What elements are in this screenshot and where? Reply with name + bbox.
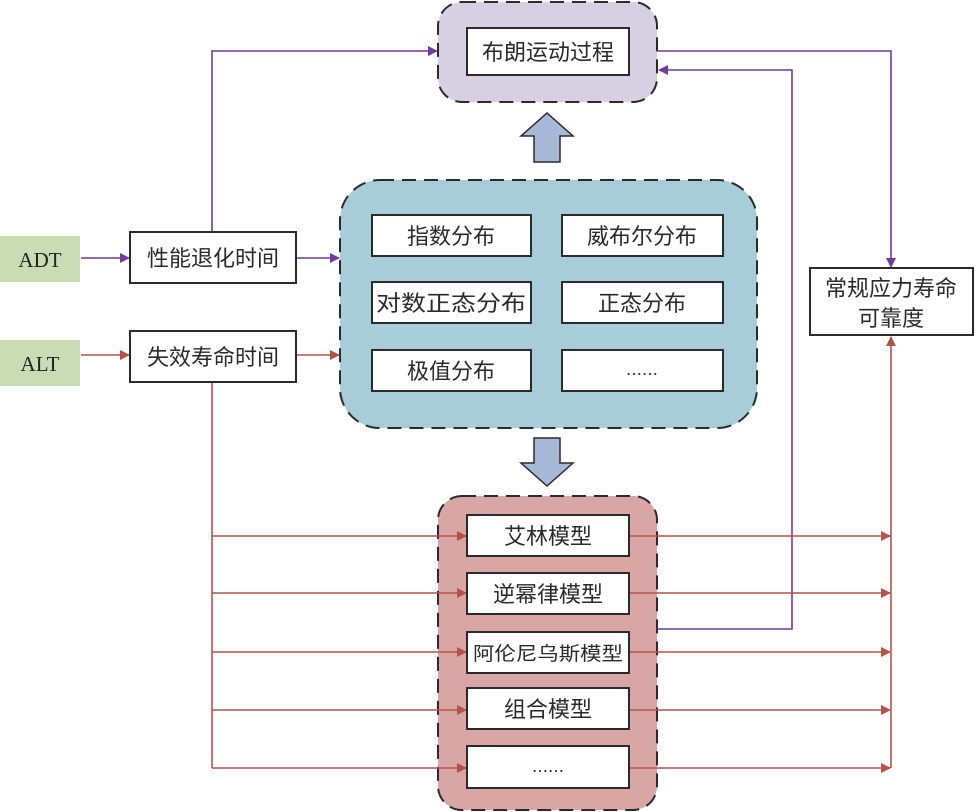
input-alt: ALT [0,340,80,386]
connector-brownian-to-output [657,50,896,268]
model-item-label: 逆幂律模型 [493,583,603,608]
purple-connectors [81,46,896,630]
input-adt-label: ADT [18,248,61,272]
distribution-item-ellipsis-label: …… [626,360,658,379]
distribution-item: 威布尔分布 [561,214,724,257]
model-item-label: 组合模型 [504,698,592,723]
connector-arrhenius-to-brownian [657,65,793,630]
model-item-label: 艾林模型 [504,525,592,550]
block-arrow-down-icon [519,437,575,488]
connector-degradation-to-brownian [211,46,438,232]
distribution-item-label: 指数分布 [407,225,495,250]
output-line-1: 常规应力寿命 [825,277,957,302]
distribution-item-ellipsis: …… [561,349,724,392]
distribution-item-label: 威布尔分布 [587,225,697,250]
distribution-item-label: 极值分布 [407,360,495,385]
model-item-label: 阿伦尼乌斯模型 [473,643,623,665]
output-line-2: 可靠度 [858,307,924,332]
input-adt: ADT [0,236,80,282]
model-item-ellipsis: …… [466,745,630,789]
input-alt-label: ALT [21,352,60,376]
box-failure-time-label: 失效寿命时间 [147,346,279,371]
distribution-item: 对数正态分布 [371,281,532,324]
box-brownian-motion-label: 布朗运动过程 [482,41,614,66]
model-item: 逆幂律模型 [466,572,630,615]
box-brownian-motion: 布朗运动过程 [466,27,630,76]
box-degradation-time-label: 性能退化时间 [147,247,279,272]
distribution-item: 指数分布 [371,214,532,257]
distribution-item: 极值分布 [371,349,532,392]
red-connectors [81,336,896,773]
distribution-item-label: 正态分布 [598,292,686,317]
model-item-ellipsis-label: …… [532,757,564,776]
block-arrow-up-icon [519,111,575,163]
box-degradation-time: 性能退化时间 [129,231,297,284]
distribution-item: 正态分布 [561,281,724,324]
distribution-item-label: 对数正态分布 [376,292,526,317]
model-item: 组合模型 [466,687,630,730]
model-item: 艾林模型 [466,514,630,557]
box-output-reliability: 常规应力寿命 可靠度 [809,267,974,336]
model-item: 阿伦尼乌斯模型 [466,631,630,674]
box-failure-time: 失效寿命时间 [129,330,297,383]
